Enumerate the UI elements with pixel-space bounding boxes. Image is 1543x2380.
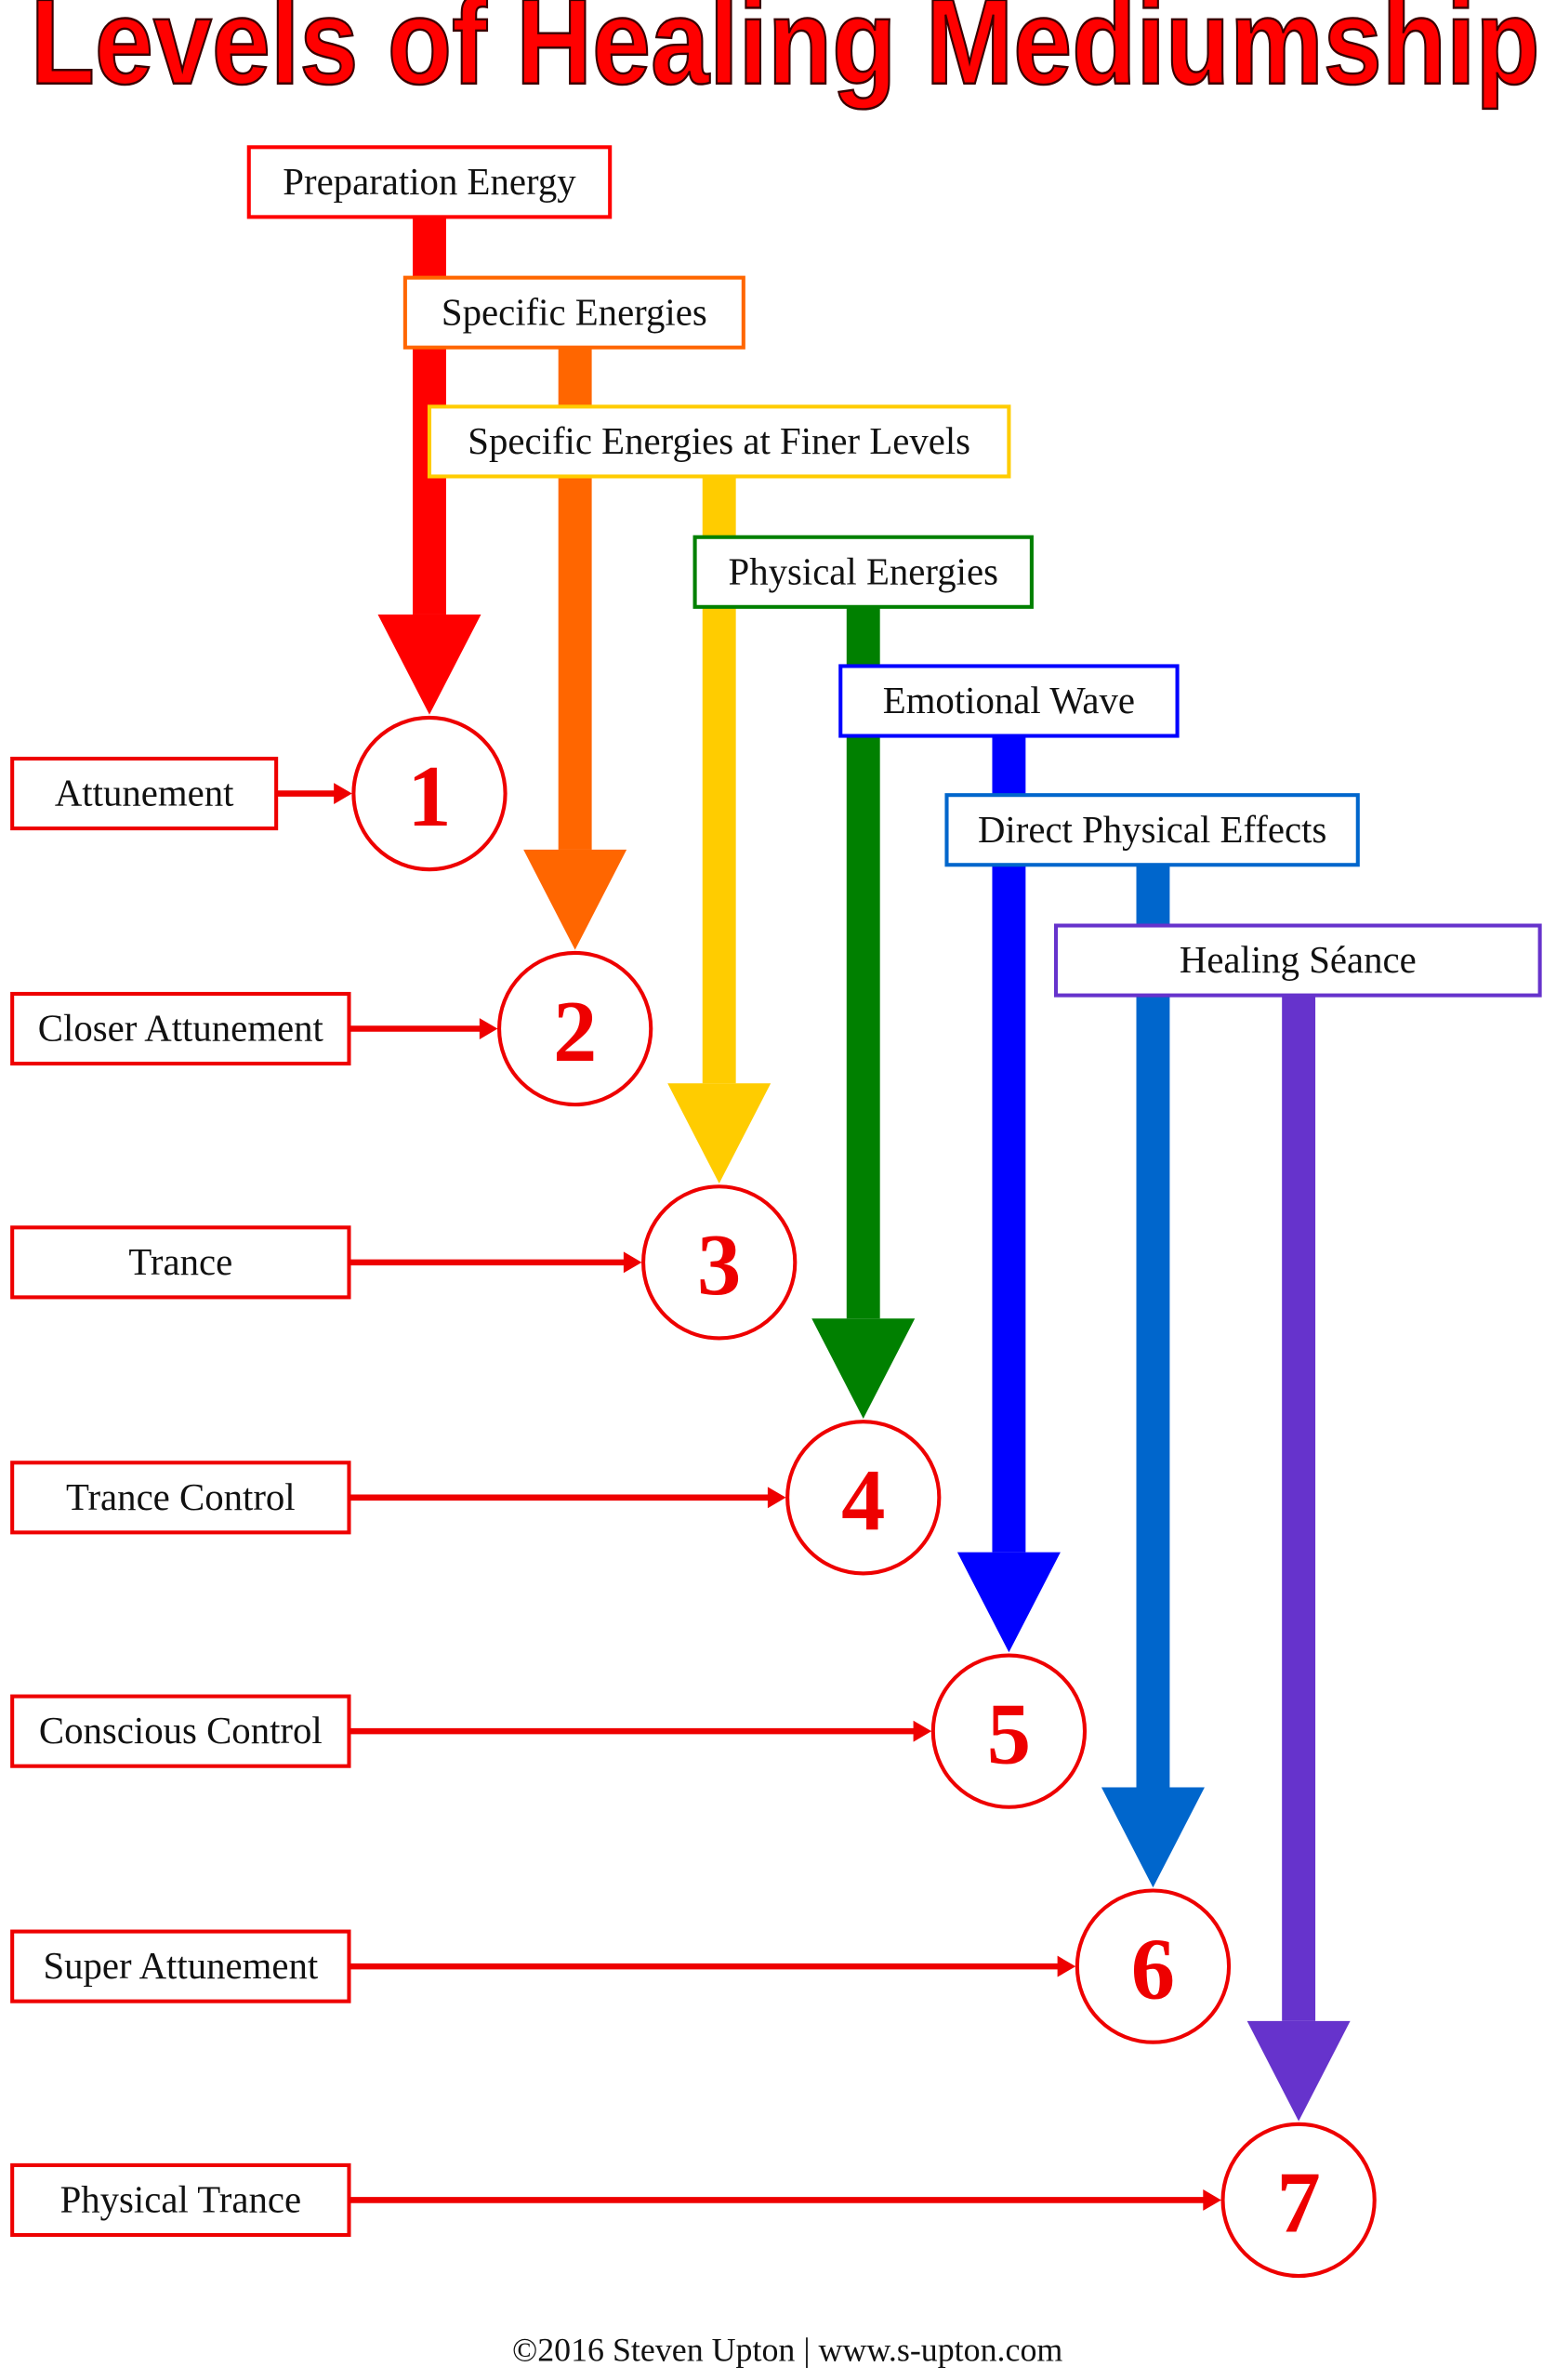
level-box: Closer Attunement [10,991,351,1066]
energy-label: Emotional Wave [883,680,1135,721]
connector-arrowhead-icon [479,1018,498,1039]
level-row: Attunement 1 [10,715,508,872]
connector-arrowhead-icon [1057,1955,1076,1977]
connector-arrowhead-icon [334,783,352,804]
level-label: Trance Control [66,1476,296,1518]
connector-arrowhead-icon [1203,2189,1221,2211]
energy-label: Specific Energies [442,291,707,333]
level-row: Physical Trance 7 [10,2122,1377,2279]
level-label: Trance [128,1241,232,1283]
level-box: Physical Trance [10,2162,351,2238]
level-number: 6 [1131,1921,1175,2017]
level-row: Conscious Control 5 [10,1653,1088,1809]
level-label: Closer Attunement [38,1008,324,1050]
energy-box: Physical Energies [692,535,1034,609]
level-box: Super Attunement [10,1929,351,2003]
level-number: 3 [697,1217,741,1314]
level-number: 2 [553,984,597,1080]
level-row: Super Attunement 6 [10,1888,1232,2044]
level-label: Conscious Control [39,1710,323,1752]
arrow-shaft [1282,995,1316,2021]
level-circle: 4 [785,1420,942,1576]
level-label: Attunement [55,773,234,814]
level-number: 7 [1276,2155,1320,2252]
level-box: Trance [10,1225,351,1300]
energy-label: Preparation Energy [283,161,576,203]
copyright-footer: ©2016 Steven Upton | www.s-upton.com [512,2331,1062,2368]
level-number: 1 [407,748,451,845]
diagram-title: Levels of Healing Mediumship [31,0,1540,110]
connector-arrowhead-icon [767,1487,786,1509]
level-box: Attunement [10,756,279,831]
arrow-head-icon [667,1083,772,1183]
arrow-head-icon [523,849,627,950]
level-circle: 7 [1220,2122,1377,2279]
connector-arrowhead-icon [913,1720,932,1742]
level-number: 5 [987,1686,1031,1782]
energy-label: Direct Physical Effects [978,809,1326,851]
energy-label: Physical Energies [729,550,998,592]
level-circle: 3 [641,1184,798,1341]
level-circle: 1 [351,715,508,872]
arrow-head-icon [956,1552,1061,1653]
energy-box: Healing Séance [1053,923,1542,998]
level-row: Trance 3 [10,1184,798,1341]
level-label: Physical Trance [60,2178,302,2220]
level-circle: 5 [930,1653,1088,1809]
energy-box: Emotional Wave [838,664,1180,738]
arrow-head-icon [377,614,481,715]
energy-label: Specific Energies at Finer Levels [468,420,970,462]
energy-label: Healing Séance [1180,939,1417,981]
energy-arrow [956,735,1061,1653]
energy-arrow [1246,995,1351,2122]
level-box: Conscious Control [10,1694,351,1768]
level-row: Trance Control 4 [10,1420,942,1576]
energy-box: Specific Energies [402,275,745,350]
level-circle: 2 [497,950,653,1107]
energy-box: Specific Energies at Finer Levels [427,404,1011,479]
level-label: Super Attunement [43,1945,318,1987]
level-row: Closer Attunement 2 [10,950,653,1107]
energy-box: Preparation Energy [246,145,613,219]
arrow-shaft [1136,865,1170,1788]
arrow-head-icon [1101,1787,1205,1888]
arrow-shaft [992,735,1026,1553]
energy-box: Direct Physical Effects [944,793,1360,867]
arrow-head-icon [811,1318,916,1419]
level-box: Trance Control [10,1461,351,1535]
energy-arrow [1101,865,1205,1888]
level-circle: 6 [1075,1888,1232,2044]
connector-arrowhead-icon [623,1251,642,1274]
level-number: 4 [841,1452,885,1549]
arrow-head-icon [1246,2020,1351,2122]
